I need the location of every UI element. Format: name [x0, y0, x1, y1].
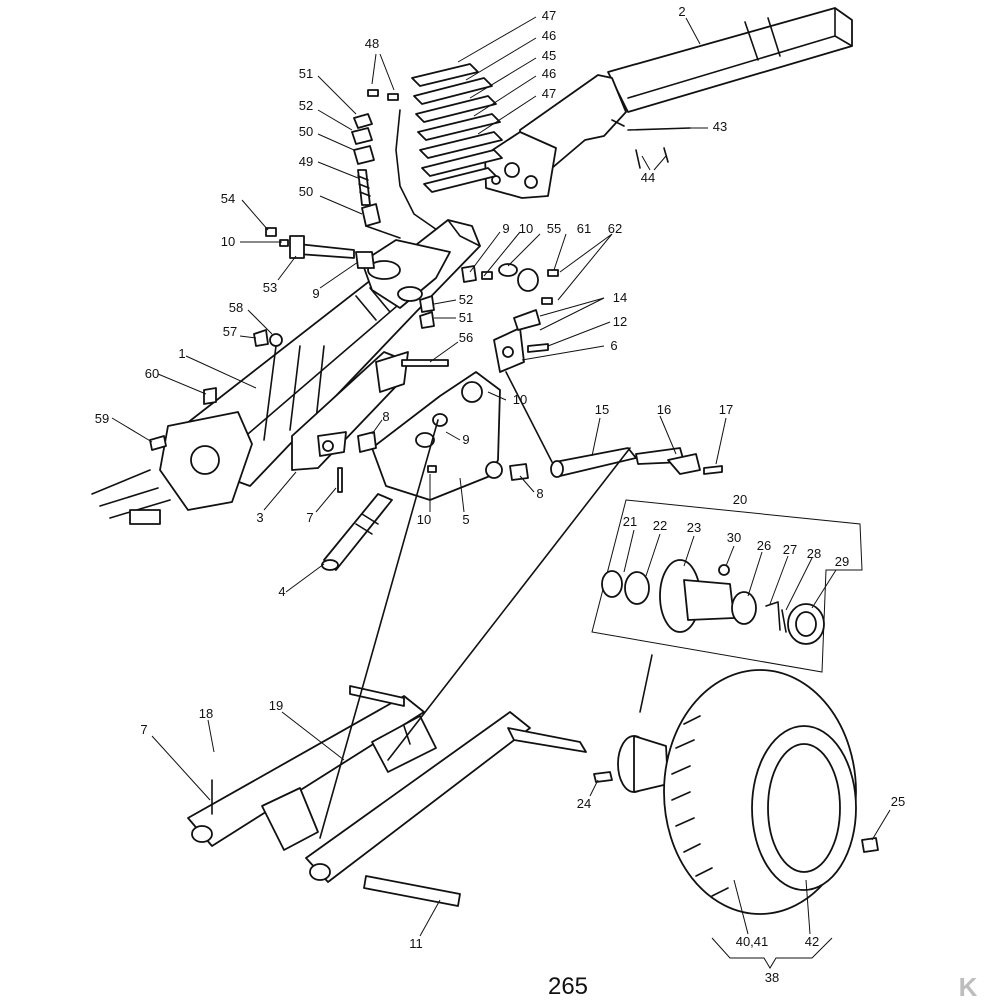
callout-28: 28 [807, 546, 821, 561]
callout-4: 4 [278, 584, 285, 599]
callout-44: 44 [641, 170, 655, 185]
callout-49: 49 [299, 154, 313, 169]
callout-10-left: 10 [221, 234, 235, 249]
callout-43: 43 [713, 119, 727, 134]
callout-16: 16 [657, 402, 671, 417]
wheel-and-hub [593, 669, 879, 915]
callout-10-top: 10 [519, 221, 533, 236]
hardware-column [351, 89, 401, 239]
page-number: 265 [548, 973, 588, 1000]
callout-14: 14 [613, 290, 627, 305]
callout-47-top: 47 [542, 8, 556, 23]
callout-48: 48 [365, 36, 379, 51]
callout-7-lower: 7 [140, 722, 147, 737]
brand-logo: K [959, 972, 978, 1000]
drawbar-upper [484, 7, 853, 199]
axle-frame [187, 419, 631, 907]
callout-5: 5 [462, 512, 469, 527]
callout-40-41: 40,41 [736, 934, 769, 949]
callout-12: 12 [613, 314, 627, 329]
callout-1: 1 [178, 346, 185, 361]
hitch-beam [91, 219, 481, 525]
callout-8-right: 8 [536, 486, 543, 501]
callout-11: 11 [409, 936, 423, 951]
callout-38: 38 [765, 970, 779, 985]
callout-47-bottom: 47 [542, 86, 556, 101]
leader-lines [111, 16, 891, 937]
callout-7-upper: 7 [306, 510, 313, 525]
callout-58: 58 [229, 300, 243, 315]
brackets [291, 351, 503, 501]
callout-20: 20 [733, 492, 747, 507]
callout-3: 3 [256, 510, 263, 525]
callout-21: 21 [623, 514, 637, 529]
callout-2: 2 [678, 4, 685, 19]
callout-45: 45 [542, 48, 556, 63]
callout-54: 54 [221, 191, 235, 206]
callout-55: 55 [547, 221, 561, 236]
spring-leaf-stack [395, 63, 503, 233]
callout-51-mid: 51 [459, 310, 473, 325]
callout-17: 17 [719, 402, 733, 417]
callout-50-bottom: 50 [299, 184, 313, 199]
callout-24: 24 [577, 796, 591, 811]
callout-53: 53 [263, 280, 277, 295]
callout-57: 57 [223, 324, 237, 339]
hub-assembly [591, 499, 863, 713]
callout-10-bottom: 10 [417, 512, 431, 527]
callout-19: 19 [269, 698, 283, 713]
callout-59: 59 [95, 411, 109, 426]
callout-26: 26 [757, 538, 771, 553]
callout-52-top: 52 [299, 98, 313, 113]
callout-52-mid: 52 [459, 292, 473, 307]
callout-61: 61 [577, 221, 591, 236]
callout-9-bracket: 9 [462, 432, 469, 447]
callout-46-top: 46 [542, 28, 556, 43]
callout-6: 6 [610, 338, 617, 353]
callout-25: 25 [891, 794, 905, 809]
small-hardware [149, 119, 691, 493]
pin-4 [321, 493, 393, 571]
callout-8-mid: 8 [382, 409, 389, 424]
callout-10-right: 10 [513, 392, 527, 407]
callout-46-bottom: 46 [542, 66, 556, 81]
callout-62: 62 [608, 221, 622, 236]
callout-9-top: 9 [502, 221, 509, 236]
callout-23: 23 [687, 520, 701, 535]
callout-22: 22 [653, 518, 667, 533]
callout-15: 15 [595, 402, 609, 417]
callout-18: 18 [199, 706, 213, 721]
group-brackets [711, 937, 833, 969]
callout-30: 30 [727, 530, 741, 545]
callout-50-top: 50 [299, 124, 313, 139]
pivot-and-strut [493, 327, 723, 478]
callout-42: 42 [805, 934, 819, 949]
callout-numbers: 47 46 45 46 47 48 2 51 52 50 49 50 43 44… [95, 4, 905, 985]
callout-27: 27 [783, 542, 797, 557]
callout-60: 60 [145, 366, 159, 381]
callout-51-top: 51 [299, 66, 313, 81]
callout-9-left: 9 [312, 286, 319, 301]
callout-29: 29 [835, 554, 849, 569]
callout-56: 56 [459, 330, 473, 345]
